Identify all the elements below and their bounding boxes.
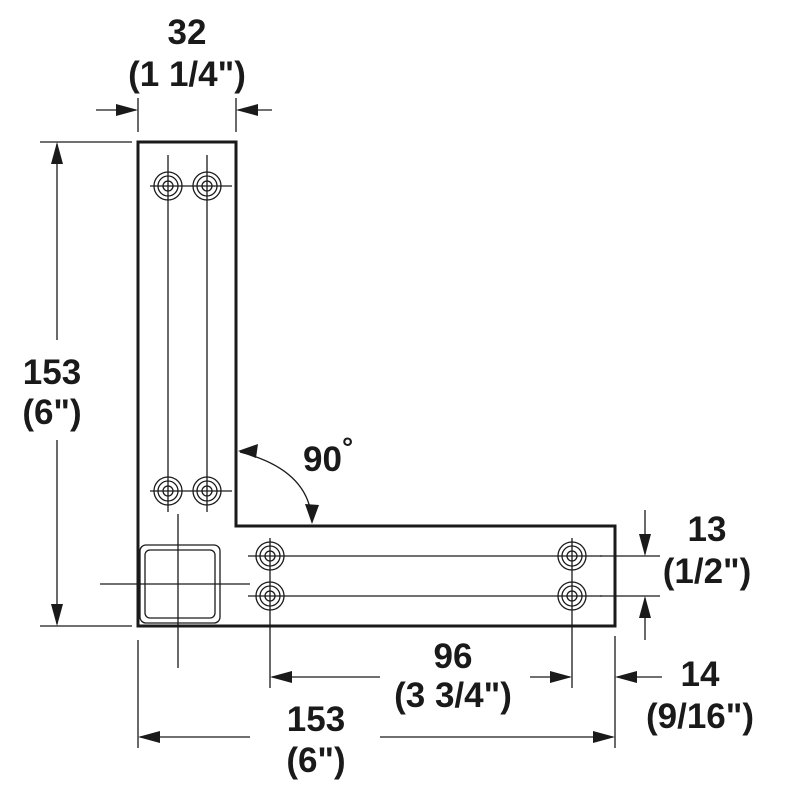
mounting-hole (192, 171, 222, 201)
top-width-value: 32 (168, 13, 207, 52)
left-height-value: 153 (23, 353, 81, 392)
mounting-hole (153, 476, 183, 506)
bracket-outline (136, 140, 617, 628)
bottom-width-value: 153 (287, 700, 345, 739)
right-height-dimension: 13 (1/2") (600, 510, 751, 640)
degree-symbol: ° (342, 432, 353, 463)
mounting-hole (255, 541, 285, 571)
mounting-hole (557, 581, 587, 611)
svg-text:90°: 90° (303, 432, 353, 479)
mounting-hole (153, 171, 183, 201)
corner-square (100, 514, 250, 668)
edge-offset-imperial: (9/16") (646, 697, 754, 736)
horizontal-slot-lines (248, 538, 602, 612)
angle-value: 90 (303, 440, 342, 479)
right-height-value: 13 (688, 510, 727, 549)
mounting-hole (557, 541, 587, 571)
hole-spacing-value: 96 (434, 637, 473, 676)
hole-spacing-dimension: 96 (3 3/4") (269, 612, 573, 715)
right-height-imperial: (1/2") (663, 552, 752, 591)
left-height-dimension: 153 (6") (22, 141, 132, 627)
top-width-dimension: 32 (1 1/4") (96, 13, 272, 132)
top-width-imperial: (1 1/4") (128, 55, 246, 94)
edge-offset-value: 14 (681, 655, 720, 694)
left-height-imperial: (6") (22, 393, 81, 432)
mounting-hole (192, 476, 222, 506)
angle-indicator: 90° (238, 432, 353, 524)
hole-spacing-imperial: (3 3/4") (394, 676, 512, 715)
bottom-width-dimension: 153 (6") (137, 640, 615, 780)
vertical-slot-lines (150, 155, 232, 512)
edge-offset-dimension: 14 (9/16") (614, 636, 754, 748)
mounting-hole (255, 581, 285, 611)
bottom-width-imperial: (6") (286, 741, 345, 780)
